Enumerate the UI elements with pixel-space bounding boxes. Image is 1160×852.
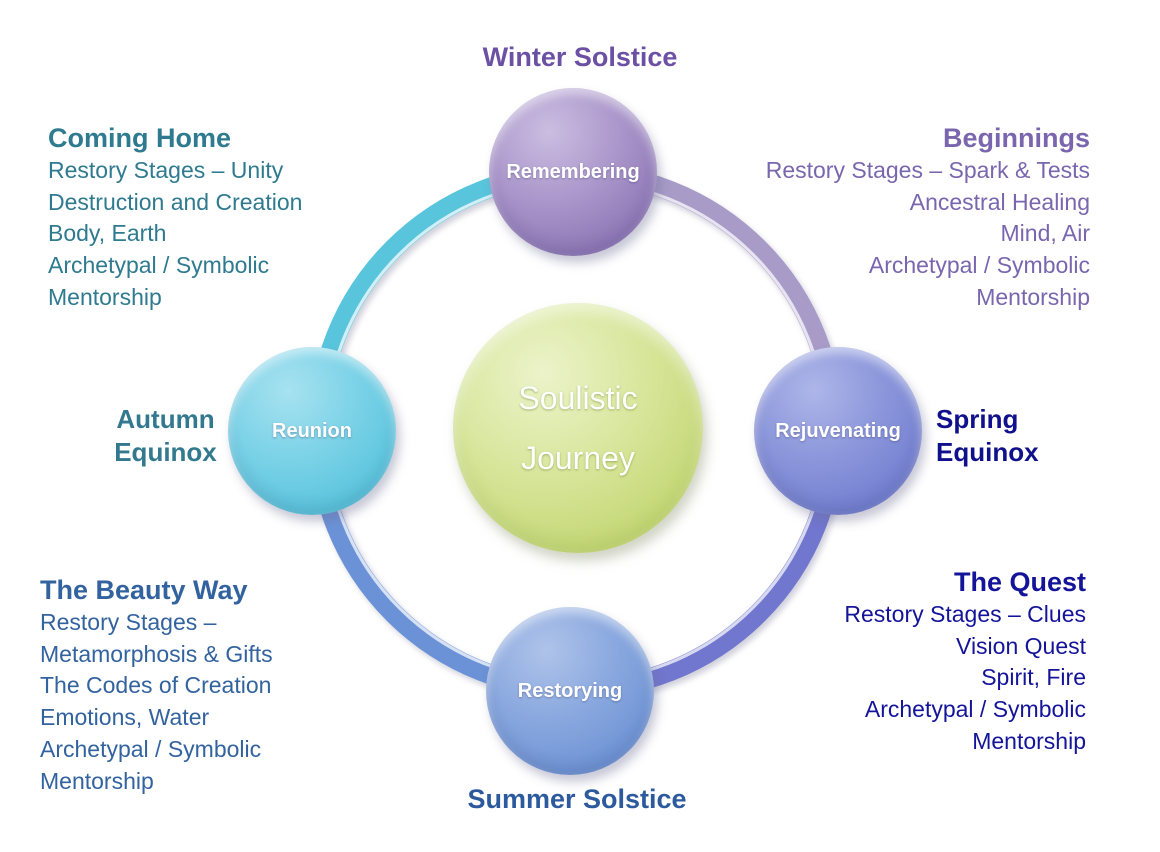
block-beginnings: Beginnings Restory Stages – Spark & Test… bbox=[700, 122, 1090, 314]
center-label-line2: Journey bbox=[521, 440, 635, 476]
block-line: Archetypal / Symbolic bbox=[864, 696, 1086, 723]
block-line: Restory Stages – bbox=[40, 609, 217, 635]
block-line: Emotions, Water bbox=[40, 704, 210, 731]
block-line: Body, Earth bbox=[48, 220, 167, 247]
node-restorying: Restorying bbox=[486, 607, 654, 775]
node-label: Rejuvenating bbox=[775, 419, 901, 442]
center-node: Soulistic Journey bbox=[453, 303, 703, 553]
block-the-quest: The Quest Restory Stages – Clues Vision … bbox=[746, 566, 1086, 758]
spring-equinox-line1: Spring bbox=[936, 404, 1019, 434]
block-beauty-way: The Beauty Way Restory Stages – Metamorp… bbox=[40, 574, 360, 797]
block-line: Mentorship bbox=[972, 727, 1086, 754]
block-line: Restory Stages – Unity bbox=[48, 157, 284, 183]
block-line: Destruction and Creation bbox=[48, 188, 303, 215]
block-line: Restory Stages – Spark & Tests bbox=[765, 157, 1090, 183]
node-rejuvenating: Rejuvenating bbox=[754, 347, 922, 515]
node-reunion: Reunion bbox=[228, 347, 396, 515]
block-line: Mentorship bbox=[48, 283, 162, 310]
block-heading: The Quest bbox=[953, 567, 1086, 597]
winter-solstice-label: Winter Solstice bbox=[482, 42, 678, 72]
block-heading: Beginnings bbox=[943, 123, 1090, 153]
block-line: Metamorphosis & Gifts bbox=[40, 640, 273, 667]
summer-solstice-label: Summer Solstice bbox=[467, 784, 687, 814]
block-line: Mind, Air bbox=[1000, 220, 1090, 247]
block-line: Mentorship bbox=[40, 767, 154, 794]
block-line: Mentorship bbox=[976, 283, 1090, 310]
center-label-line1: Soulistic bbox=[518, 380, 638, 416]
block-line: Vision Quest bbox=[956, 632, 1086, 659]
block-line: Archetypal / Symbolic bbox=[40, 735, 262, 762]
node-label: Reunion bbox=[272, 419, 352, 442]
node-label: Remembering bbox=[506, 160, 640, 183]
block-line: Spirit, Fire bbox=[981, 664, 1086, 691]
block-line: Archetypal / Symbolic bbox=[48, 252, 270, 279]
block-line: Restory Stages – Clues bbox=[844, 601, 1086, 627]
autumn-equinox-line1: Autumn bbox=[116, 404, 215, 434]
autumn-equinox-label: Autumn Equinox bbox=[63, 403, 268, 469]
block-line: The Codes of Creation bbox=[40, 672, 272, 699]
block-heading: The Beauty Way bbox=[40, 575, 248, 605]
block-heading: Coming Home bbox=[48, 123, 232, 153]
block-line: Ancestral Healing bbox=[909, 188, 1090, 215]
block-line: Archetypal / Symbolic bbox=[868, 252, 1090, 279]
spring-equinox-line2: Equinox bbox=[936, 437, 1039, 467]
block-coming-home: Coming Home Restory Stages – Unity Destr… bbox=[48, 122, 368, 314]
autumn-equinox-line2: Equinox bbox=[114, 437, 217, 467]
spring-equinox-label: Spring Equinox bbox=[936, 403, 1141, 469]
node-remembering: Remembering bbox=[489, 88, 657, 256]
node-label: Restorying bbox=[517, 679, 623, 702]
